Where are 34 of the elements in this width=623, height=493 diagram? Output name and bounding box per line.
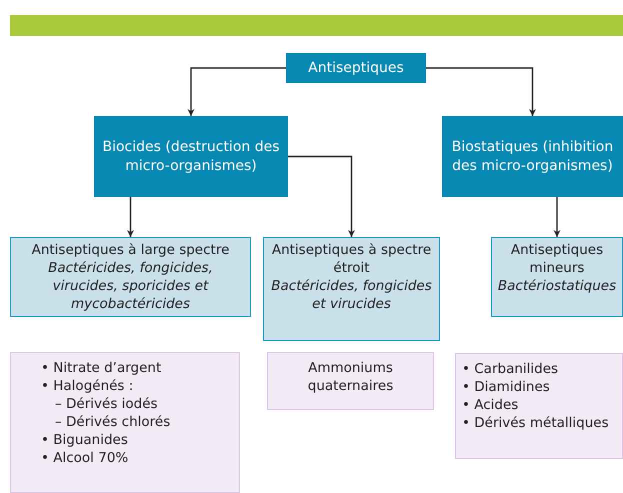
list-item: – Dérivés chlorés (54, 413, 172, 431)
list-item: • Carbanilides (462, 360, 560, 378)
examples-box (267, 352, 434, 410)
box-title: Antiseptiques à large spectre (30, 241, 230, 259)
class-box (263, 237, 440, 341)
box-subtitle: Bactériostatiques (496, 277, 618, 295)
box-title: Biocides (destruction des micro-organismes) (101, 138, 281, 176)
box-text: Ammoniums quaternaires (306, 359, 394, 395)
list-item: – Dérivés iodés (54, 395, 159, 413)
list-item: • Dérivés métalliques (462, 414, 610, 432)
category-box (94, 116, 288, 197)
list-item: • Biguanides (41, 431, 129, 449)
arrow (554, 197, 560, 237)
list-item: • Diamidines (462, 378, 551, 396)
list-item: • Acides (462, 396, 520, 414)
class-box (491, 237, 623, 317)
list-item: • Nitrate d’argent (41, 359, 162, 377)
box-subtitle: Bactéricides, fongicides, virucides, sporicides et mycobactéricides (47, 259, 214, 313)
arrow (288, 156, 355, 237)
arrow (127, 197, 134, 237)
examples-box (10, 352, 240, 493)
list-item: • Alcool 70% (41, 449, 130, 467)
category-box (442, 116, 623, 197)
box-title: Antiseptiques (307, 58, 405, 78)
category-box (286, 53, 426, 83)
class-box (10, 237, 251, 317)
box-title: Biostatiques (inhibition des micro-organismes) (450, 138, 614, 176)
examples-box (455, 353, 623, 459)
box-title: Antiseptiques à spectre étroit (270, 241, 432, 277)
box-title: Antiseptiques mineurs (510, 241, 604, 277)
arrow (188, 67, 286, 116)
box-subtitle: Bactéricides, fongicides et virucides (270, 277, 433, 313)
list-item: • Halogénés : (41, 377, 134, 395)
arrow (426, 67, 536, 116)
